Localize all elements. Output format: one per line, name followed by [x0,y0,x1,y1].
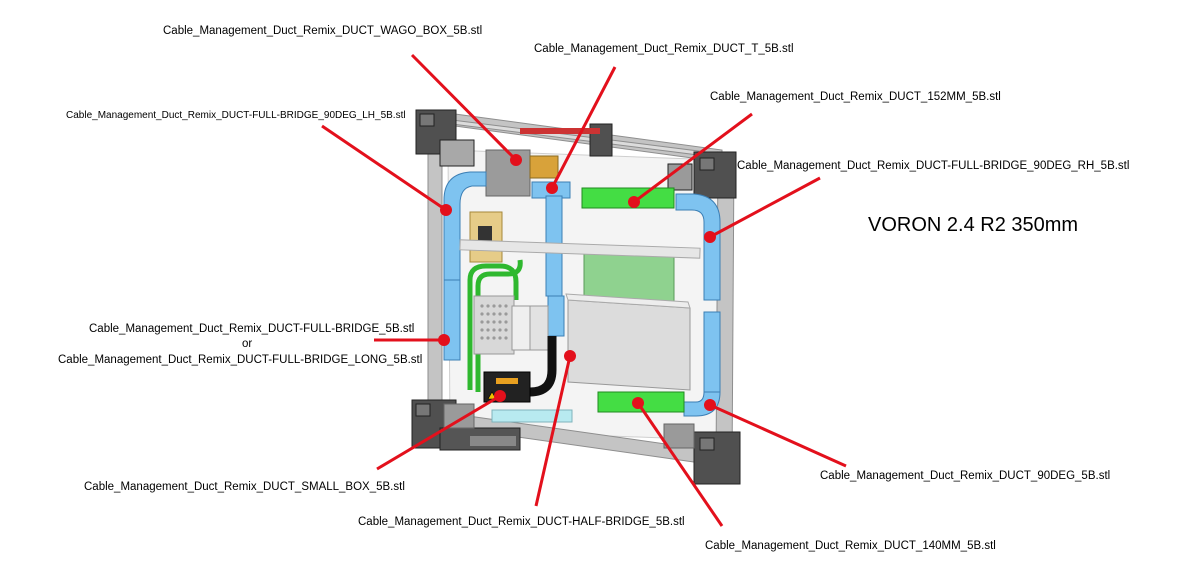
bottom-left-block [443,403,475,429]
label-full-bridge-90-rh: Cable_Management_Duct_Remix_DUCT-FULL-BR… [737,160,1130,172]
large-psu-top [565,293,691,309]
printer-title: VORON 2.4 R2 350mm [868,214,1079,236]
bottom-right-block [663,423,695,449]
pointer-dots [438,154,716,411]
label-or: or [242,338,253,350]
din-rail [459,239,701,259]
label-duct-t: Cable_Management_Duct_Remix_DUCT_T_5B.st… [534,43,794,55]
bottom-plug [470,436,516,446]
large-psu [567,299,691,391]
label-wago-box: Cable_Management_Duct_Remix_DUCT_WAGO_BO… [163,25,483,37]
small-psu-vents [480,304,508,340]
top-rod [520,128,600,134]
controller-chip [478,226,492,244]
relay-module-1 [511,305,533,351]
black-cable [529,336,557,397]
green-wiring [467,259,523,392]
wago-connectors [529,155,559,179]
small-box-label [496,378,518,384]
wago-box [485,149,531,197]
label-full-bridge: Cable_Management_Duct_Remix_DUCT-FULL-BR… [89,323,415,335]
label-duct-90: Cable_Management_Duct_Remix_DUCT_90DEG_5… [820,470,1111,482]
label-duct-152: Cable_Management_Duct_Remix_DUCT_152MM_5… [710,91,1001,103]
warning-triangle [487,391,497,400]
pointer-lines [321,53,847,527]
connector-strip [491,409,573,423]
label-duct-140: Cable_Management_Duct_Remix_DUCT_140MM_5… [705,540,996,552]
label-half-bridge: Cable_Management_Duct_Remix_DUCT-HALF-BR… [358,516,685,528]
label-full-bridge-90-lh: Cable_Management_Duct_Remix_DUCT-FULL-BR… [66,110,406,121]
label-full-bridge-long: Cable_Management_Duct_Remix_DUCT-FULL-BR… [58,354,423,366]
corner-blocks [411,109,741,485]
relay-module-2 [529,305,549,351]
label-small-box: Cable_Management_Duct_Remix_DUCT_SMALL_B… [84,481,405,493]
